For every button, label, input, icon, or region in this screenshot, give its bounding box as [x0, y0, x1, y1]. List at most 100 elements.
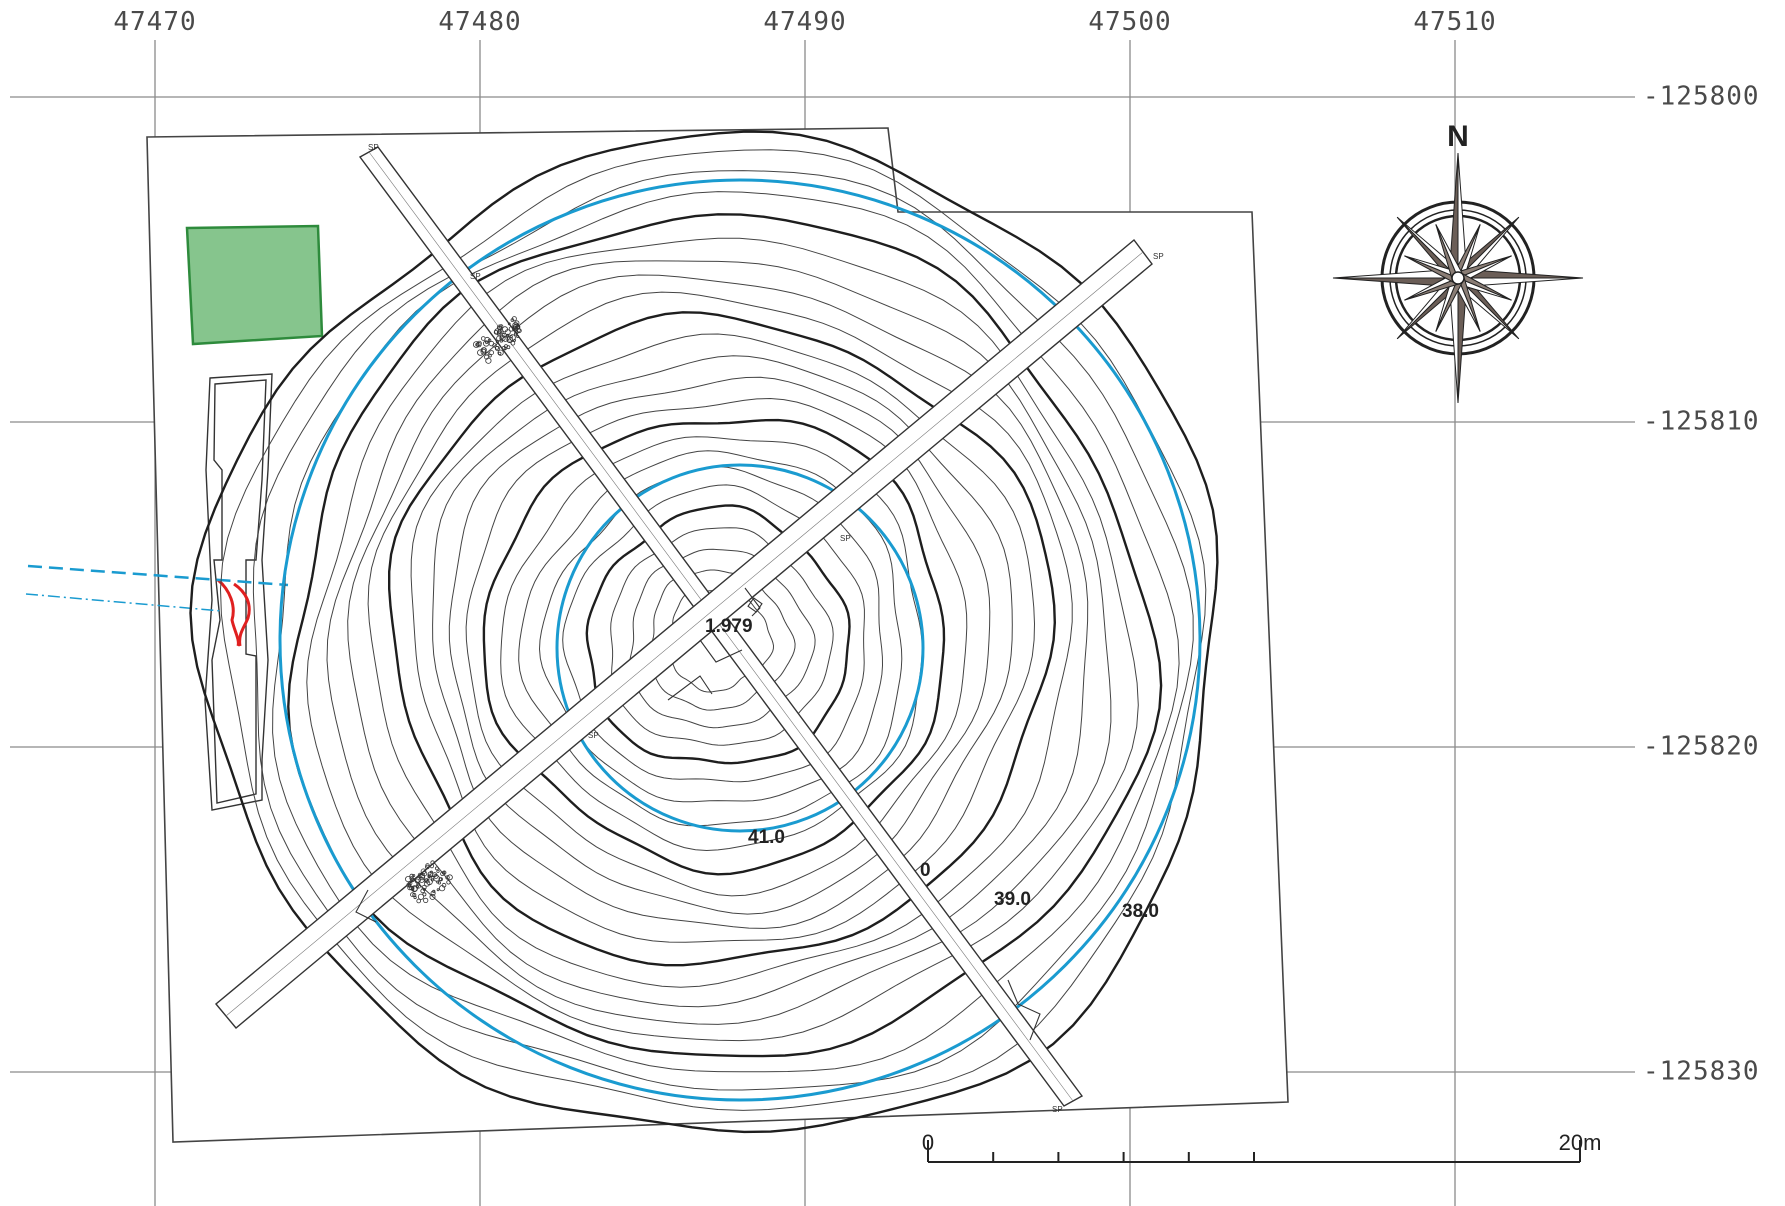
sp-marker: SP [470, 272, 481, 281]
minor-contour-line [410, 333, 1036, 943]
stone [507, 322, 511, 326]
stone [417, 872, 423, 878]
inner-enclosure-circle [555, 463, 925, 833]
trench-markers: SP SP SP SP SP SP [368, 143, 1164, 1114]
stone [514, 320, 520, 326]
stone [420, 868, 427, 875]
grid-y-label: -125830 [1643, 1057, 1760, 1087]
grid-x-label: 47490 [763, 7, 846, 37]
minor-contour-line [347, 274, 1089, 1008]
stone [497, 325, 503, 331]
stone [489, 350, 495, 356]
sw-ne-trench [215, 238, 1153, 1029]
sp-marker: SP [1153, 252, 1164, 261]
stone [427, 873, 432, 878]
minor-contour-line [367, 291, 1073, 988]
minor-contour-line [465, 397, 968, 897]
stone [413, 895, 417, 900]
stone [432, 889, 436, 894]
stone [419, 874, 426, 881]
stone [410, 877, 415, 883]
minor-contour-line [448, 376, 991, 915]
stone [441, 871, 446, 875]
major-contour-line [287, 213, 1163, 1058]
scale-bar [927, 1140, 1581, 1163]
stone [506, 336, 514, 344]
stone [434, 866, 439, 871]
stone [498, 351, 502, 356]
stone [423, 897, 429, 904]
stone [417, 893, 425, 900]
stone [513, 338, 516, 342]
stone [495, 345, 499, 350]
grid-x-label: 47470 [113, 7, 196, 37]
stone [432, 872, 438, 878]
stone [497, 349, 504, 356]
stone [436, 888, 440, 892]
stone [411, 886, 415, 890]
stone [437, 881, 441, 885]
stone [433, 873, 439, 879]
minor-contour-line [562, 484, 865, 783]
stone [501, 326, 508, 333]
grid-x-label: 47510 [1413, 7, 1496, 37]
stone [446, 880, 451, 885]
stone [503, 347, 507, 351]
contour-label: 39.0 [994, 889, 1031, 910]
major-contour-line [585, 504, 851, 765]
stone [430, 890, 436, 896]
stone [513, 331, 518, 336]
stone [420, 888, 426, 894]
stone [510, 318, 515, 322]
major-contour-line [482, 418, 946, 876]
stone [472, 341, 480, 348]
minor-contour-line [500, 436, 923, 852]
stone [436, 869, 440, 873]
trench-details [355, 587, 1041, 1041]
stone [488, 354, 492, 358]
red-feature [217, 578, 251, 647]
stone [418, 876, 425, 883]
minor-contour-line [252, 170, 1194, 1091]
grid-y-label: -125820 [1643, 732, 1760, 762]
major-contour-line [388, 311, 1057, 967]
minor-contour-line [538, 466, 884, 803]
stone [409, 873, 415, 879]
stone [516, 334, 520, 338]
grid-y-label: -125800 [1643, 82, 1760, 112]
stone-clusters [405, 316, 522, 904]
minor-contour-line [432, 355, 1013, 929]
nw-se-trench [358, 146, 1084, 1107]
stone [438, 885, 446, 892]
summit-elevation-label: 1.979 [705, 616, 753, 637]
stone [429, 870, 433, 874]
stone [493, 330, 499, 335]
stone [425, 863, 430, 868]
minor-contour-line [518, 450, 903, 827]
stone [480, 347, 487, 353]
sp-marker: SP [1052, 1105, 1063, 1114]
stone [510, 340, 516, 346]
stone [416, 898, 422, 904]
stone [513, 323, 520, 331]
stone [431, 876, 435, 880]
sp-marker: SP [840, 534, 851, 543]
minor-contour-line [219, 149, 1207, 1111]
stone [424, 864, 430, 870]
stone [405, 875, 412, 883]
stone [512, 322, 519, 329]
stone [506, 333, 510, 337]
stone [438, 877, 443, 881]
outer-enclosure-circle [278, 178, 1202, 1102]
sp-marker: SP [368, 143, 379, 152]
contour-lines [189, 130, 1219, 1134]
grid-x-label: 47480 [438, 7, 521, 37]
minor-contour-line [306, 237, 1139, 1042]
stone [480, 336, 486, 341]
green-area [185, 224, 324, 346]
major-contour-line [189, 130, 1219, 1134]
compass-rose [1332, 152, 1584, 404]
minor-contour-line [326, 260, 1112, 1025]
compass-north-label: N [1447, 120, 1469, 153]
